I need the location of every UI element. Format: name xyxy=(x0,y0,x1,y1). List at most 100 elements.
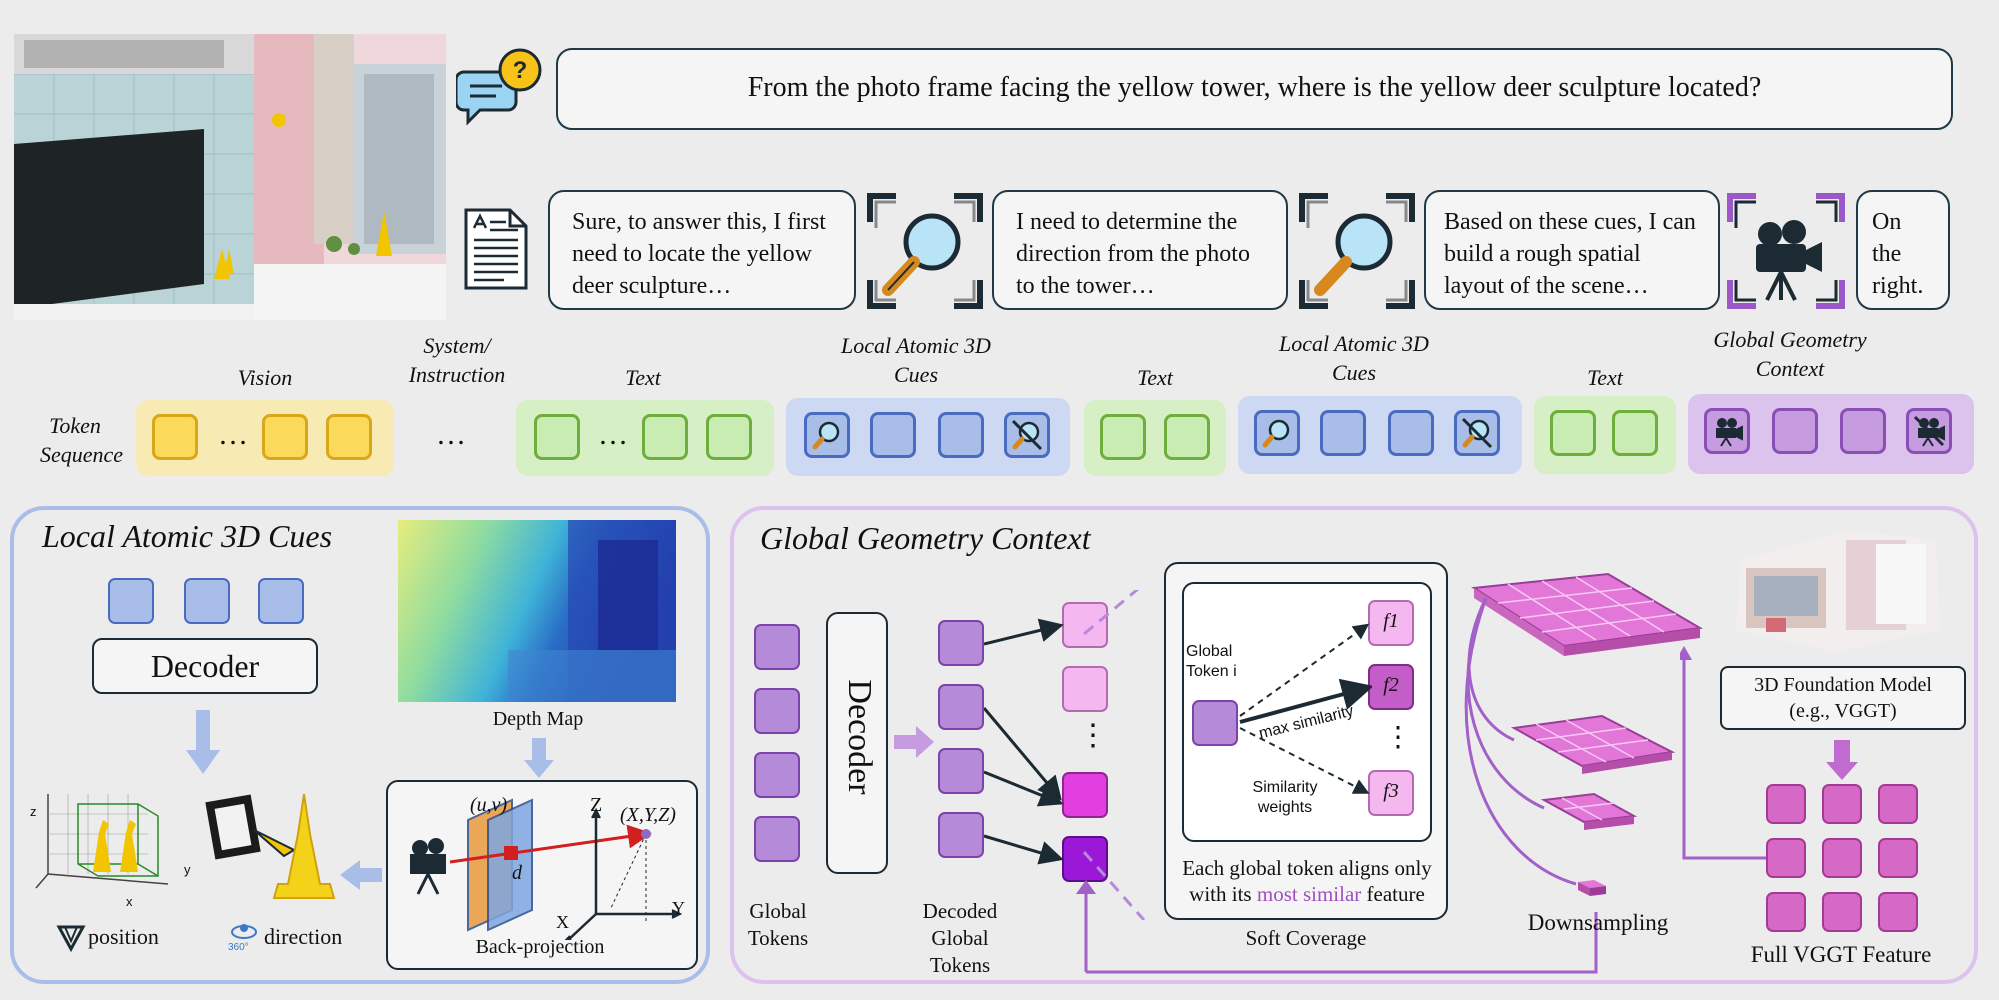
magnifier-icon xyxy=(812,421,840,450)
soft-coverage-label: Soft Coverage xyxy=(1245,926,1367,950)
question-chat-icon: ? xyxy=(456,48,542,126)
f1-label: f1 xyxy=(1383,610,1399,632)
local-token xyxy=(1320,410,1366,456)
direction-label: direction xyxy=(264,924,343,949)
seg-label-text-1: Text xyxy=(625,365,661,390)
seg-label-local-2: Local Atomic 3D Cues xyxy=(1279,331,1429,385)
room-photo xyxy=(14,34,446,320)
global-token xyxy=(1772,408,1818,454)
decoded-token xyxy=(938,684,984,730)
magnifier-icon xyxy=(867,193,983,309)
feature-vdots: ⋮ xyxy=(1078,719,1108,752)
global-token xyxy=(754,752,800,798)
local-cue-token xyxy=(108,578,154,624)
global-decoder-label: Decoder xyxy=(841,679,878,795)
down-arrow xyxy=(524,738,554,778)
local-panel-title: Local Atomic 3D Cues xyxy=(42,518,333,554)
similarity-arrows xyxy=(1239,623,1372,794)
text-token xyxy=(1164,414,1210,460)
seg-label-vision: Vision xyxy=(237,365,293,390)
icon-360-label: 360° xyxy=(228,942,249,953)
vggt-feature-cell xyxy=(1878,838,1918,878)
answer-step-2: I need to determine the direction from t… xyxy=(992,190,1288,310)
vision-ellipsis: … xyxy=(218,418,248,451)
document-icon xyxy=(464,208,528,290)
uv-label: (u,v) xyxy=(470,794,508,816)
vggt-feature-cell xyxy=(1878,784,1918,824)
seg-label-global: Global Geometry Context xyxy=(1713,327,1867,381)
feature-cell xyxy=(1062,666,1108,712)
text-token xyxy=(534,414,580,460)
axis-z-label: Z xyxy=(590,794,603,816)
direction-360-icon xyxy=(231,924,257,939)
axis-y-small: y xyxy=(184,862,191,877)
seg-label-text-3: Text xyxy=(1587,365,1623,390)
feature-f1 xyxy=(1368,600,1414,646)
local-decoder-label: Decoder xyxy=(150,648,260,684)
axis-y-label: Y xyxy=(672,898,685,918)
text-token xyxy=(642,414,688,460)
local-token xyxy=(870,412,916,458)
local-token xyxy=(1388,410,1434,456)
camera-off-icon xyxy=(1913,415,1945,447)
position-label: position xyxy=(88,924,159,949)
seg-label-local-1: Local Atomic 3D Cues xyxy=(841,333,991,387)
similarity-weights-label: Similarity weights xyxy=(1252,779,1318,816)
down-arrow xyxy=(1826,740,1858,780)
local-decoder-box: Decoder xyxy=(92,638,318,694)
frame-tower-illustration xyxy=(205,793,336,899)
global-token xyxy=(754,624,800,670)
full-feature-label: Full VGGT Feature xyxy=(1750,942,1932,967)
global-tokens-label: Global Tokens xyxy=(747,899,809,950)
global-token-i-label: Global Token i xyxy=(1186,643,1237,680)
position-icon xyxy=(56,925,86,952)
decoded-token xyxy=(938,620,984,666)
vggt-feature-cell xyxy=(1822,784,1862,824)
text-token xyxy=(706,414,752,460)
vggt-feature-cell xyxy=(1766,784,1806,824)
global-token xyxy=(754,688,800,734)
back-projection-box xyxy=(386,780,698,970)
xyz-label: (X,Y,Z) xyxy=(620,804,676,826)
vggt-feature-cell xyxy=(1822,838,1862,878)
magnifier-icon-2 xyxy=(1299,193,1415,309)
axis-z-small: z xyxy=(30,804,37,819)
global-panel-title: Global Geometry Context xyxy=(760,520,1091,556)
global-token-i xyxy=(1192,700,1238,746)
svg-text:?: ? xyxy=(513,57,528,84)
local-cue-token xyxy=(258,578,304,624)
vggt-to-grid-arrow xyxy=(1680,646,1766,860)
down-arrow xyxy=(186,710,220,774)
token-sequence-label: Token Sequence xyxy=(40,413,124,467)
back-projection-diagram xyxy=(410,798,683,940)
local-token xyxy=(938,412,984,458)
answer-final: On the right. xyxy=(1856,190,1950,310)
feature-f3 xyxy=(1368,770,1414,816)
depth-map-image xyxy=(398,520,676,702)
axis-x-small: x xyxy=(126,894,133,909)
camera-icon xyxy=(1716,418,1743,447)
back-projection-label: Back-projection xyxy=(475,936,605,958)
global-decoder-box: Decoder xyxy=(826,612,888,874)
feature-f2 xyxy=(1368,664,1414,710)
vggt-feature-cell xyxy=(1766,838,1806,878)
f2-label: f2 xyxy=(1383,674,1399,696)
foundation-model-label: 3D Foundation Model (e.g., VGGT) xyxy=(1754,674,1932,722)
global-token xyxy=(1840,408,1886,454)
vision-token xyxy=(262,414,308,460)
3d-scene-image xyxy=(1736,530,1940,652)
system-ellipsis: … xyxy=(436,418,466,451)
decoded-token xyxy=(938,812,984,858)
vision-token xyxy=(152,414,198,460)
seg-label-text-2: Text xyxy=(1137,365,1173,390)
vision-token xyxy=(326,414,372,460)
local-cue-token xyxy=(184,578,230,624)
question-text: From the photo frame facing the yellow t… xyxy=(747,72,1762,103)
decoded-token xyxy=(938,748,984,794)
most-similar-highlight: most similar xyxy=(1256,882,1362,906)
answer-step-1: Sure, to answer this, I first need to lo… xyxy=(548,190,856,310)
magnifier-off-icon xyxy=(1461,417,1493,449)
text-token xyxy=(1612,410,1658,456)
right-arrow xyxy=(894,726,934,758)
camera-icon xyxy=(1727,193,1845,309)
